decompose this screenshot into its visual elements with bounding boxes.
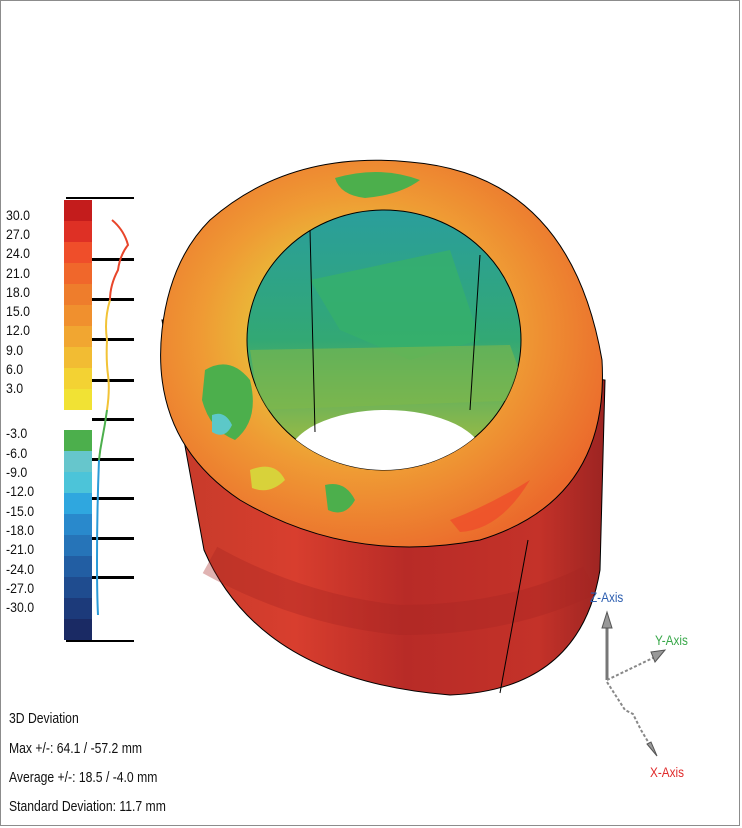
scale-swatch <box>64 514 92 536</box>
scale-swatch <box>64 346 92 369</box>
histogram-low <box>98 409 108 461</box>
max-deviation: Max +/-: 64.1 / -57.2 mm <box>9 741 143 757</box>
scale-swatch <box>64 472 92 494</box>
y-axis-label: Y-Axis <box>655 632 688 648</box>
scale-swatch <box>64 577 92 599</box>
scale-swatch <box>64 598 92 620</box>
scale-label: 30.0 <box>6 207 30 223</box>
histogram-bottom <box>95 459 100 616</box>
scale-tick <box>92 258 134 261</box>
scale-label: -27.0 <box>6 580 35 596</box>
scale-label: -15.0 <box>6 503 35 519</box>
scale-swatch <box>64 283 92 306</box>
average-deviation: Average +/-: 18.5 / -4.0 mm <box>9 770 158 786</box>
scale-swatch <box>64 430 92 452</box>
scale-swatch <box>64 451 92 473</box>
scale-label: 3.0 <box>6 380 24 396</box>
scale-tick <box>66 640 134 642</box>
scale-tick <box>92 298 134 301</box>
scale-label: -24.0 <box>6 561 35 577</box>
scale-swatch <box>64 556 92 578</box>
scale-label: 21.0 <box>6 265 30 281</box>
scale-label: 9.0 <box>6 342 24 358</box>
scale-swatch <box>64 619 92 641</box>
scale-label: -3.0 <box>6 425 28 441</box>
scale-label: -12.0 <box>6 483 35 499</box>
scale-tick <box>92 497 134 500</box>
scale-swatch <box>64 262 92 285</box>
deviation-title: 3D Deviation <box>9 711 79 727</box>
scale-tick <box>92 418 134 421</box>
scale-tick <box>92 338 134 341</box>
scale-swatch <box>64 304 92 327</box>
scale-tick <box>66 197 134 199</box>
z-axis-label: Z-Axis <box>590 589 624 605</box>
deviation-color-scale <box>64 200 92 641</box>
deviation-histogram-curve <box>95 219 130 616</box>
scale-tick <box>92 379 134 382</box>
scale-swatch <box>64 388 92 410</box>
deviation-part-model[interactable] <box>150 140 650 720</box>
scale-label: -6.0 <box>6 445 28 461</box>
scale-swatch <box>64 325 92 348</box>
standard-deviation: Standard Deviation: 11.7 mm <box>9 799 166 815</box>
scale-swatch <box>64 535 92 557</box>
scale-label: 27.0 <box>6 226 30 242</box>
scale-swatch <box>64 200 92 222</box>
scale-label: 18.0 <box>6 284 30 300</box>
scale-swatch <box>64 409 92 431</box>
scale-swatch <box>64 493 92 515</box>
scale-label: -21.0 <box>6 541 35 557</box>
scale-label: -18.0 <box>6 522 35 538</box>
x-axis-label: X-Axis <box>650 764 684 780</box>
scale-tick <box>92 576 134 579</box>
histogram-top <box>109 219 130 301</box>
histogram-mid <box>105 299 111 411</box>
scale-label: -30.0 <box>6 599 35 615</box>
scale-label: 15.0 <box>6 303 30 319</box>
scale-swatch <box>64 367 92 390</box>
scale-swatch <box>64 241 92 264</box>
scale-label: 6.0 <box>6 361 24 377</box>
scale-label: 24.0 <box>6 245 30 261</box>
axis-triad[interactable] <box>585 610 695 760</box>
scale-tick <box>92 537 134 540</box>
scale-label: 12.0 <box>6 322 30 338</box>
scale-label: -9.0 <box>6 464 28 480</box>
scale-swatch <box>64 220 92 243</box>
scale-tick <box>92 458 134 461</box>
